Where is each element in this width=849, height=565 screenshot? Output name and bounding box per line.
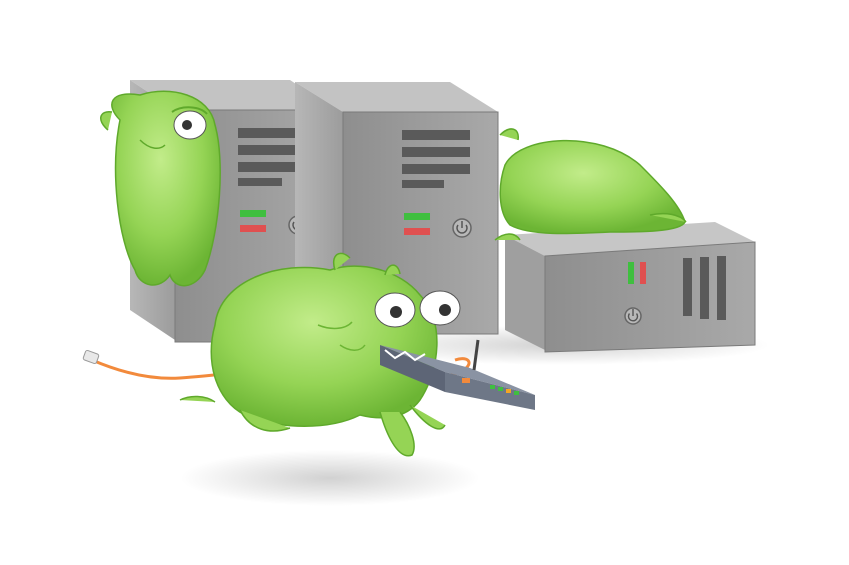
- server-tower-lying: [505, 222, 756, 353]
- monster-peeking: [100, 90, 221, 287]
- monster-sleeping: [494, 128, 687, 241]
- ground-shadow: [180, 450, 480, 506]
- router: [380, 339, 535, 410]
- monster-running: [179, 252, 461, 457]
